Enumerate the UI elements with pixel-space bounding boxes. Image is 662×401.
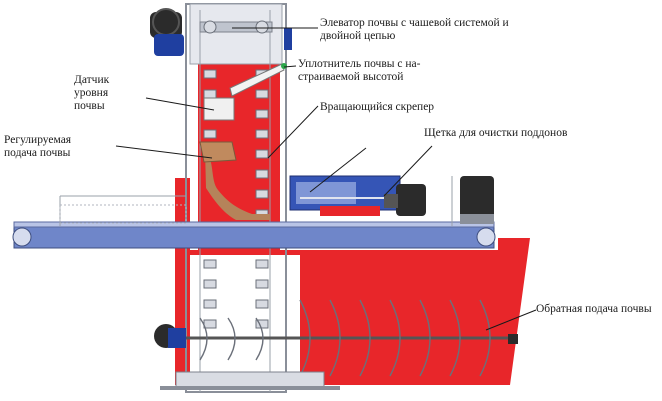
elevator-label: Элеватор почвы с чашевой системой и двой… bbox=[320, 17, 509, 43]
elevator-label-line1: Элеватор почвы с чашевой системой и bbox=[320, 17, 509, 29]
return-auger bbox=[180, 299, 515, 377]
hopper-body bbox=[175, 178, 530, 385]
base-frame bbox=[175, 371, 325, 389]
feed-label: Регулируемая подача почвы bbox=[4, 134, 71, 160]
scraper-label: Вращающийся скрепер bbox=[320, 101, 434, 114]
soil-flow bbox=[205, 150, 270, 220]
compactor-label-line1: Уплотнитель почвы с на- bbox=[298, 58, 421, 70]
elevator-top bbox=[189, 3, 283, 65]
level-sensor bbox=[203, 97, 235, 121]
return-feed-label-text: Обратная подача почвы bbox=[536, 303, 652, 315]
sensor-label-line1: Датчик bbox=[74, 74, 110, 86]
sensor-label: Датчик уровня почвы bbox=[74, 74, 109, 113]
right-motor bbox=[451, 176, 494, 226]
compactor bbox=[229, 63, 285, 97]
return-feed-label: Обратная подача почвы bbox=[536, 303, 652, 316]
sensor-label-line2: уровня bbox=[74, 87, 109, 99]
compactor-label-line2: страиваемой высотой bbox=[298, 71, 404, 83]
sensor-label-line3: почвы bbox=[74, 100, 105, 112]
feed-label-line1: Регулируемая bbox=[4, 134, 72, 146]
top-motor bbox=[150, 8, 292, 56]
brush-label: Щетка для очистки поддонов bbox=[424, 127, 567, 140]
scraper-label-text: Вращающийся скрепер bbox=[320, 101, 435, 113]
brush-label-text: Щетка для очистки поддонов bbox=[424, 127, 568, 139]
brush-motor bbox=[384, 184, 426, 216]
conveyor bbox=[12, 195, 496, 249]
leader-lines bbox=[115, 27, 537, 331]
feed-label-line2: подача почвы bbox=[4, 147, 71, 159]
bottom-motor bbox=[154, 324, 518, 348]
compactor-label: Уплотнитель почвы с на- страиваемой высо… bbox=[298, 58, 420, 84]
elevator-label-line2: двойной цепью bbox=[320, 30, 396, 42]
scraper-unit bbox=[289, 175, 401, 216]
